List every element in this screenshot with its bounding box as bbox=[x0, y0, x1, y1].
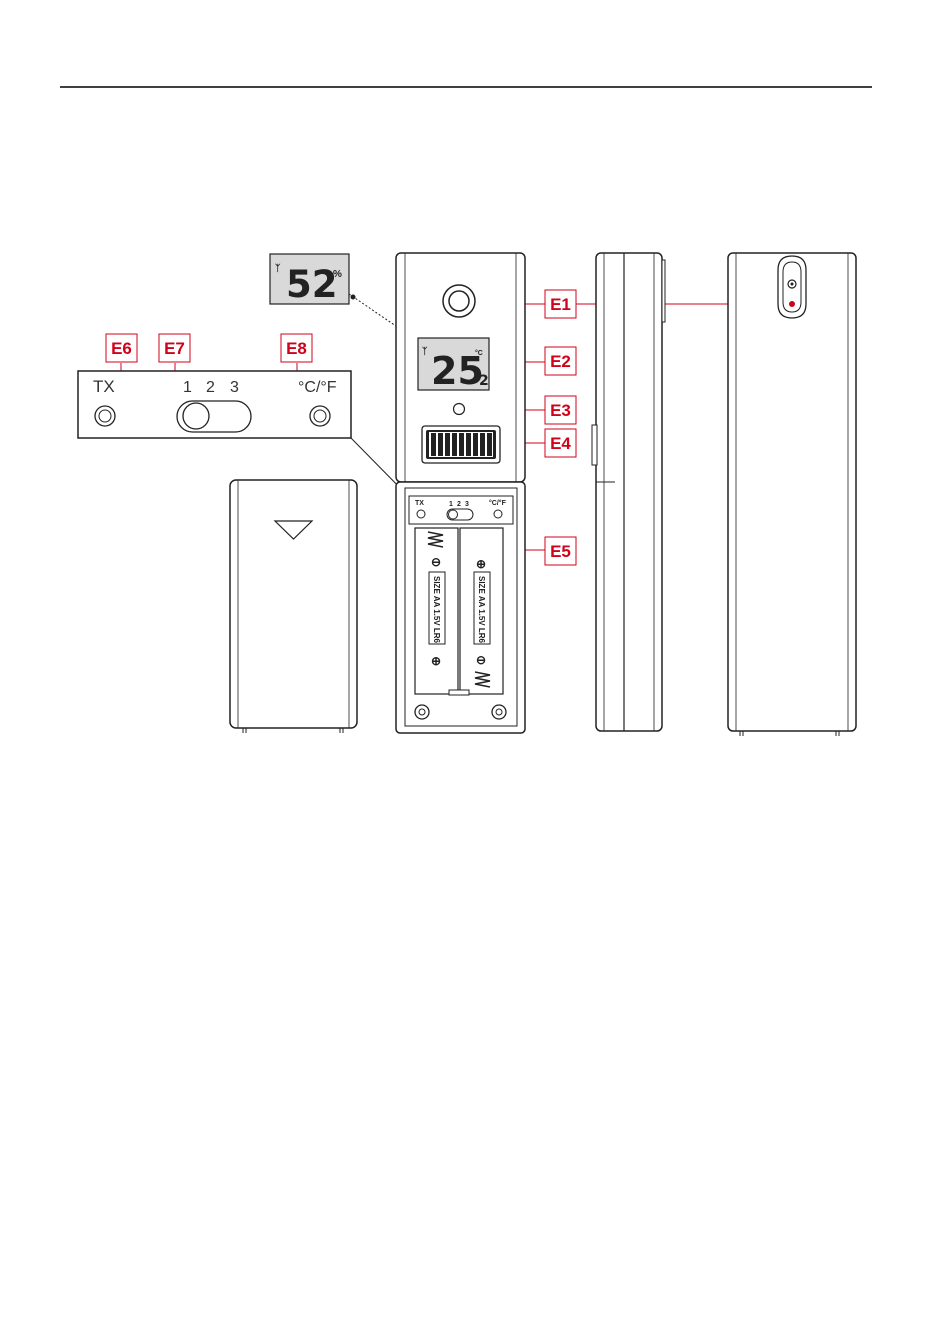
side-view bbox=[592, 253, 665, 731]
channel-3-label: 3 bbox=[230, 379, 239, 396]
minus-icon: ⊖ bbox=[476, 653, 486, 667]
switch-panel-zoom: TX 1 2 3 °C/°F bbox=[78, 371, 351, 438]
mini-unit-label: °C/°F bbox=[489, 499, 507, 507]
mini-tx-button bbox=[417, 510, 425, 518]
channel-slider-knob bbox=[183, 403, 209, 429]
label-e5: E5 bbox=[550, 542, 571, 561]
battery-compartment: TX 1 2 3 °C/°F ⊖ SIZE AA 1.5V LR6 ⊕ ⊕ SI… bbox=[396, 482, 525, 733]
humidity-value: 52 bbox=[286, 263, 338, 306]
label-e2: E2 bbox=[550, 352, 571, 371]
antenna-icon-front: ᛉ bbox=[422, 346, 428, 356]
side-hanger bbox=[662, 260, 665, 322]
battery-cover bbox=[230, 480, 357, 733]
plus-icon: ⊕ bbox=[431, 654, 441, 668]
dot-e1-back-top bbox=[789, 301, 795, 307]
led-indicator-icon bbox=[454, 404, 465, 415]
mini-slider-knob bbox=[449, 510, 458, 519]
dot-humidity bbox=[351, 295, 356, 300]
channel-2-label: 2 bbox=[206, 379, 215, 396]
channel-1-label: 1 bbox=[183, 379, 192, 396]
minus-icon: ⊖ bbox=[431, 555, 441, 569]
label-e3: E3 bbox=[550, 401, 571, 420]
unit-button bbox=[310, 406, 330, 426]
label-e1: E1 bbox=[550, 295, 571, 314]
label-e8: E8 bbox=[286, 339, 307, 358]
tx-button bbox=[95, 406, 115, 426]
battery-label-right: SIZE AA 1.5V LR6 bbox=[477, 576, 486, 644]
unit-label: °C/°F bbox=[298, 379, 337, 396]
mini-channel-1: 1 bbox=[449, 501, 453, 508]
battery-label-left: SIZE AA 1.5V LR6 bbox=[432, 576, 441, 644]
front-view: ᛉ 25 2 °C bbox=[396, 253, 525, 482]
label-e7: E7 bbox=[164, 339, 185, 358]
temperature-unit: °C bbox=[475, 349, 483, 357]
mini-unit-button bbox=[494, 510, 502, 518]
mini-channel-3: 3 bbox=[465, 501, 469, 508]
mini-tx-label: TX bbox=[415, 500, 424, 507]
tx-label: TX bbox=[93, 377, 115, 396]
plus-icon: ⊕ bbox=[476, 557, 486, 571]
side-bump bbox=[592, 425, 597, 465]
humidity-unit: % bbox=[333, 269, 342, 280]
label-e4: E4 bbox=[550, 434, 571, 453]
label-e6: E6 bbox=[111, 339, 132, 358]
back-view bbox=[728, 253, 856, 736]
vent-grille-icon bbox=[422, 426, 500, 463]
mini-channel-2: 2 bbox=[457, 501, 461, 508]
antenna-icon: ᛉ bbox=[275, 263, 281, 273]
humidity-display: ᛉ 52 % bbox=[270, 254, 349, 306]
temperature-decimal: 2 bbox=[479, 373, 489, 389]
